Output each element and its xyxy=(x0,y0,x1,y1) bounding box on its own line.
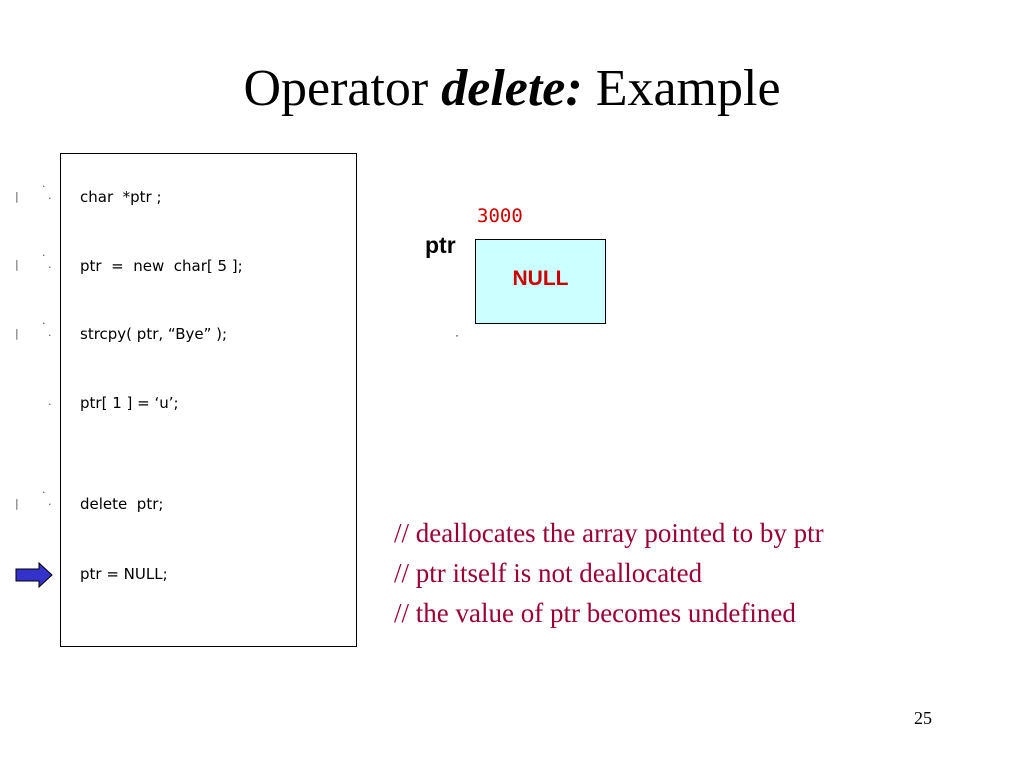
title-prefix: Operator xyxy=(243,60,442,117)
bullet-dot: · xyxy=(48,329,52,342)
memory-cell: NULL xyxy=(475,239,606,324)
bullet-dot: · xyxy=(48,192,52,205)
slide-title: Operator delete: Example xyxy=(0,60,1024,117)
comment-line: // ptr itself is not deallocated xyxy=(394,558,703,588)
memory-value: NULL xyxy=(512,267,569,290)
bullet-mark: | xyxy=(15,327,19,340)
bullet-dot: · xyxy=(42,317,46,330)
stray-mark: · xyxy=(455,328,459,342)
code-line: char *ptr ; xyxy=(80,188,162,206)
title-suffix: Example xyxy=(582,60,781,117)
code-line: ptr[ 1 ] = ‘u’; xyxy=(80,394,179,412)
variable-name: ptr xyxy=(425,232,456,258)
bullet-dot: · xyxy=(48,498,52,511)
code-line: delete ptr; xyxy=(80,495,164,513)
comment-line: // the value of ptr becomes undefined xyxy=(394,598,796,628)
bullet-dot: · xyxy=(48,398,52,411)
comment-line: // deallocates the array pointed to by p… xyxy=(394,518,824,548)
bullet-dot: · xyxy=(42,249,46,262)
current-line-arrow-icon xyxy=(15,562,53,588)
bullet-mark: | xyxy=(15,497,19,510)
bullet-dot: · xyxy=(42,486,46,499)
memory-address: 3000 xyxy=(477,205,523,227)
bullet-dot: · xyxy=(42,180,46,193)
bullet-mark: | xyxy=(15,258,19,271)
page-number: 25 xyxy=(914,708,932,728)
code-line: ptr = new char[ 5 ]; xyxy=(80,257,243,275)
code-line: strcpy( ptr, “Bye” ); xyxy=(80,325,228,343)
code-box xyxy=(60,153,357,647)
code-line-current: ptr = NULL; xyxy=(80,565,168,583)
comments-block: // deallocates the array pointed to by p… xyxy=(394,513,824,633)
bullet-dot: · xyxy=(48,261,52,274)
title-keyword: delete: xyxy=(441,60,583,117)
bullet-mark: | xyxy=(15,190,19,203)
